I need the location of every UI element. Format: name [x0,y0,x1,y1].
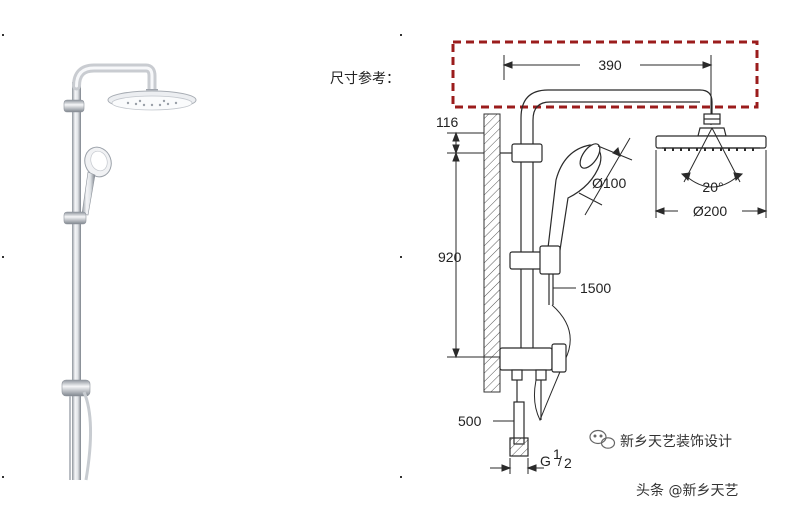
thread-numerator: 1 [553,446,561,462]
dimension-heading: 尺寸参考： [330,70,400,87]
product-photo [61,63,197,481]
drawing-hose [534,304,571,422]
wechat-watermark: 新乡天艺装饰设计 [589,429,732,450]
top-offset-label: 116 [436,114,459,130]
arm-length-label: 390 [598,57,622,73]
head-angle-dimension [680,127,744,188]
crop-marks [2,34,402,478]
drawing-slider [509,245,561,275]
wall-section [483,113,501,393]
hand-shower-diameter-label: Ø100 [592,175,626,191]
drawing-rail [520,89,713,355]
thread-dimension [490,458,544,474]
rail-height-label: 920 [438,249,462,265]
shower-arm [72,63,157,97]
wall-bracket-upper [63,99,85,113]
watermark-source: 头条 @新乡天艺 [636,482,738,499]
thread-denominator: 2 [564,455,572,471]
shower-rail [72,82,81,480]
hand-shower [81,146,112,216]
arm-length-dimension [502,55,713,125]
top-offset-dimension [447,131,500,359]
hand-shower-diameter-dimension [578,137,633,216]
arm-highlight-box [451,40,759,109]
photo-hose [82,391,92,481]
head-angle-label: 20° [702,179,723,195]
head-nozzles [664,148,754,151]
wechat-icon [589,429,616,449]
drawing-inlet-pipe [509,401,529,457]
hose-length-label: 1500 [580,280,611,296]
thread-prefix: G [540,453,551,469]
inlet-depth-label: 500 [458,413,482,429]
watermark-account-name: 新乡天艺装饰设计 [620,434,732,450]
drawing-upper-bracket [500,143,543,163]
thread-slash: / [558,453,562,469]
drawing-diverter [499,343,567,420]
slider-holder [63,211,87,225]
head-diameter-label: Ø200 [693,203,727,219]
head-diameter-dimension [654,150,768,218]
diverter-valve [61,379,91,397]
drawing-hand-shower [547,143,602,305]
drawing-overhead-head [655,113,767,149]
